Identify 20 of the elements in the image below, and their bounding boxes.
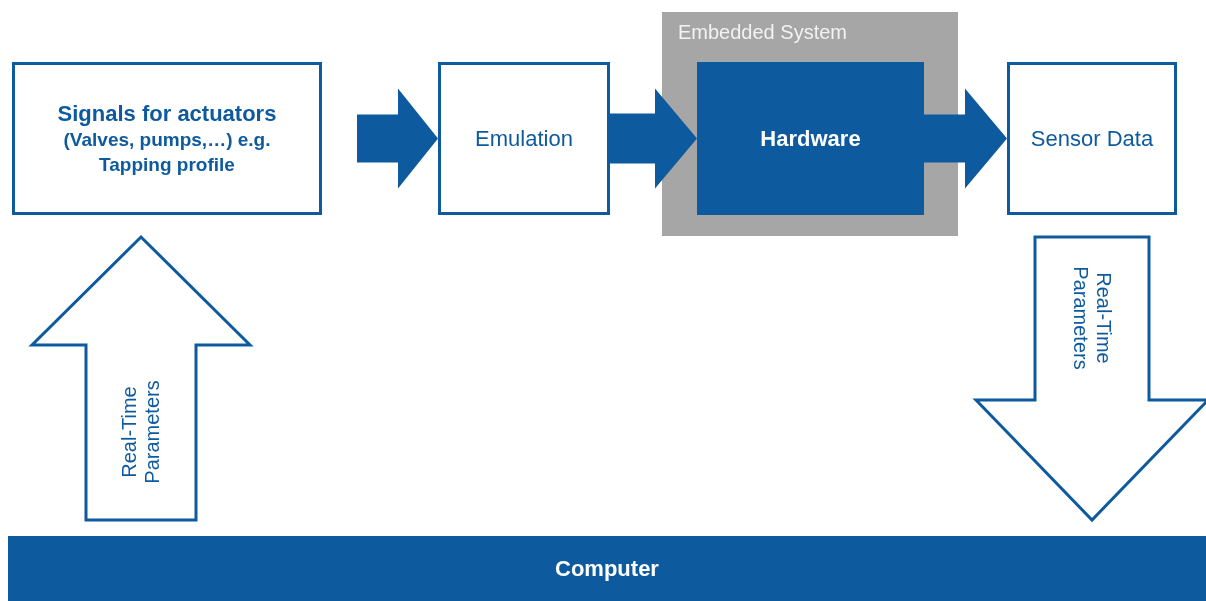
- system-panel: [662, 12, 958, 236]
- process-box: [1007, 62, 1177, 215]
- panel-title: Embedded System: [678, 21, 847, 44]
- box-label: Sensor Data: [1029, 124, 1155, 153]
- block-arrow: [610, 88, 697, 189]
- edge-label: Real-Time Parameters: [118, 378, 164, 486]
- block-arrow: [357, 88, 438, 189]
- box-label: Computer: [555, 554, 659, 583]
- outline-arrow: [972, 235, 1206, 523]
- box-label: Hardware: [760, 124, 861, 153]
- box-label: Emulation: [474, 124, 574, 153]
- process-box: [12, 62, 322, 215]
- box-body: (Valves, pumps,…) e.g. Tapping profile: [62, 128, 272, 177]
- edge-label: Real-Time Parameters: [1069, 264, 1115, 372]
- process-box: [438, 62, 610, 215]
- box-heading: Signals for actuators: [57, 99, 277, 128]
- computer-bar: [8, 536, 1206, 601]
- hardware-box: [697, 62, 924, 215]
- outline-arrow: [28, 234, 254, 522]
- block-arrow: [924, 88, 1007, 189]
